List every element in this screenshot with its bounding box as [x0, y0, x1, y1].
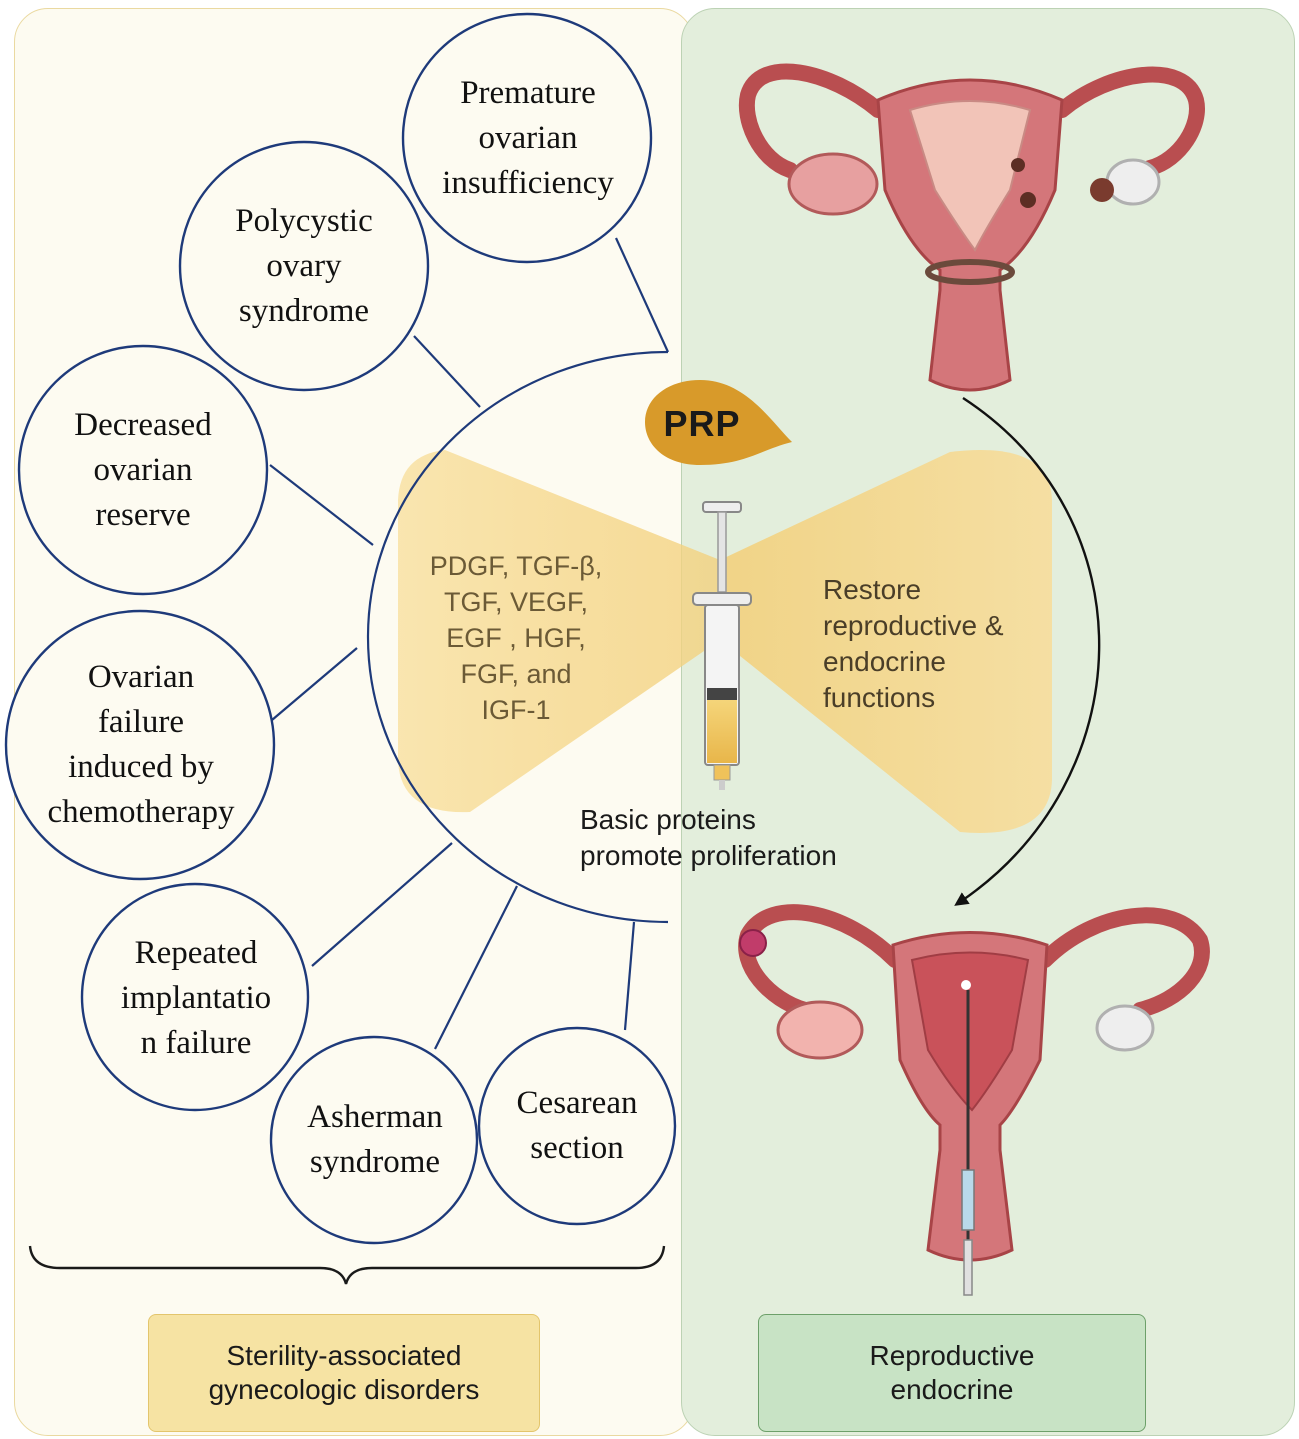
- label-premature-ovarian-insufficiency: Premature ovarian insufficiency: [410, 34, 646, 242]
- basic-proteins-text: Basic proteins promote proliferation: [580, 804, 837, 871]
- circle-premature-ovarian-insufficiency: [401, 12, 653, 264]
- reproductive-endocrine-box: Reproductive endocrine: [758, 1314, 1146, 1432]
- circle-repeated-implantation-failure: [80, 882, 310, 1112]
- reproductive-endocrine-label: Reproductive endocrine: [869, 1340, 1035, 1405]
- disorder-label-2: Decreased ovarian reserve: [74, 406, 212, 533]
- restore-functions-text: Restore reproductive & endocrine functio…: [823, 574, 1004, 713]
- central-arc: [366, 350, 669, 924]
- growth-factors-text: PDGF, TGF-β, TGF, VEGF, EGF , HGF, FGF, …: [429, 551, 603, 725]
- connector-pcos: [413, 335, 481, 408]
- label-repeated-implantation-failure: Repeated implantatio n failure: [90, 906, 302, 1090]
- bottom-brace: [28, 1245, 666, 1285]
- prp-label: PRP: [663, 403, 741, 444]
- disorder-label-5: Asherman syndrome: [307, 1099, 443, 1180]
- circle-decreased-ovarian-reserve: [17, 344, 269, 596]
- circle-polycystic-ovary-syndrome: [178, 140, 430, 392]
- beam-right: [720, 450, 1052, 833]
- beam-left: [398, 450, 720, 813]
- disorder-label-0: Premature ovarian insufficiency: [442, 74, 614, 201]
- syringe-icon: [692, 501, 752, 790]
- connector-chemo: [271, 647, 358, 721]
- disorder-label-6: Cesarean section: [516, 1085, 638, 1166]
- connector-poi: [614, 237, 670, 353]
- uterus-restored-illustration: [738, 904, 1210, 1296]
- sterility-disorders-box: Sterility-associated gynecologic disorde…: [148, 1314, 540, 1432]
- disorder-label-1: Polycystic ovary syndrome: [235, 202, 373, 329]
- uterus-damaged-illustration: [738, 63, 1205, 392]
- disorder-label-4: Repeated implantatio n failure: [120, 934, 272, 1061]
- flow-arrow: [954, 396, 1101, 906]
- circle-chemotherapy-ovarian-failure: [4, 609, 276, 881]
- circle-cesarean-section: [477, 1026, 677, 1226]
- sterility-disorders-label: Sterility-associated gynecologic disorde…: [208, 1340, 480, 1405]
- connector-cesarean: [623, 921, 636, 1031]
- connector-dor: [269, 464, 374, 546]
- connector-rif: [311, 842, 453, 967]
- label-polycystic-ovary-syndrome: Polycystic ovary syndrome: [186, 162, 422, 370]
- label-decreased-ovarian-reserve: Decreased ovarian reserve: [25, 366, 261, 574]
- label-chemotherapy-ovarian-failure: Ovarian failure induced by chemotherapy: [12, 630, 270, 860]
- disorder-label-3: Ovarian failure induced by chemotherapy: [47, 659, 235, 830]
- label-cesarean-section: Cesarean section: [486, 1046, 668, 1206]
- circle-asherman-syndrome: [269, 1035, 479, 1245]
- label-asherman-syndrome: Asherman syndrome: [280, 1060, 470, 1220]
- connector-asherman: [434, 885, 518, 1050]
- prp-drop-shape: [645, 380, 792, 465]
